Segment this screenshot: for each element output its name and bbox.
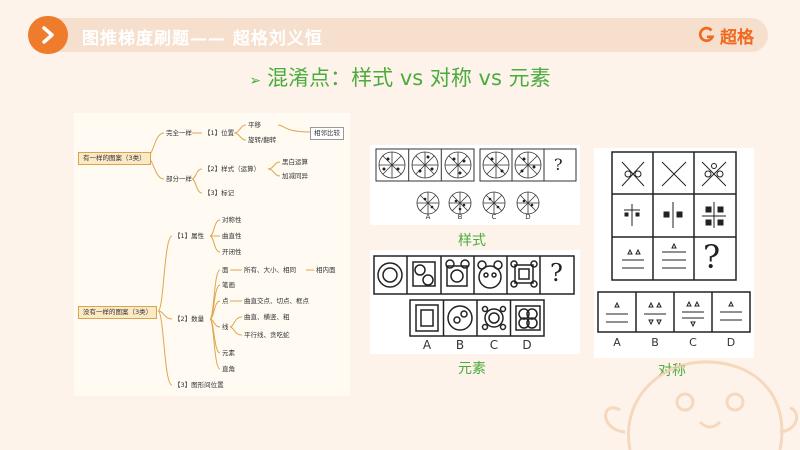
arrow-badge-icon <box>28 16 68 54</box>
mindmap-node: 【1】位置 <box>204 129 235 137</box>
mindmap-node: 所有、大小、相同 <box>244 266 296 274</box>
mindmap-node: 开闭性 <box>222 248 242 256</box>
mindmap-node: 笔画 <box>222 281 235 289</box>
header-band <box>28 18 768 52</box>
mindmap-node: 【3】标记 <box>204 189 235 197</box>
symmetry-puzzle-figures <box>597 151 751 333</box>
mindmap-node: 部分一样 <box>166 175 192 183</box>
header-bar: 图推梯度刷题—— 超格刘义恒 超格 <box>0 0 800 68</box>
mindmap-root-same: 有一样的图案（3类） <box>78 152 151 165</box>
option-label-a: A <box>422 338 432 352</box>
mindmap-node: 曲直交点、切点、框点 <box>244 297 309 305</box>
option-label-d: D <box>525 213 531 221</box>
element-puzzle: ? A B C D <box>370 250 580 354</box>
brand-g-icon <box>698 26 715 43</box>
mindmap-node: 线 <box>222 323 229 331</box>
question-mark: ? <box>703 238 721 276</box>
mindmap-root-different: 没有一样的图案（3类） <box>78 306 158 319</box>
question-mark: ? <box>554 155 563 174</box>
mind-map: 有一样的图案（3类） 完全一样 【1】位置 平移 旋转/翻转 相邻比较 部分一样… <box>74 113 350 396</box>
mind-map-connectors <box>145 124 314 386</box>
option-label-c: C <box>489 338 499 352</box>
option-label-b: B <box>457 213 463 221</box>
option-label-d: D <box>522 338 532 352</box>
style-puzzle-figures <box>375 148 577 215</box>
option-label-c: C <box>689 336 697 349</box>
mindmap-node: 【1】属性 <box>174 232 205 240</box>
mindmap-node: 相邻比较 <box>310 127 344 140</box>
mindmap-node: 元素 <box>222 349 235 357</box>
option-label-a: A <box>613 336 621 349</box>
mindmap-node: 黑白运算 <box>282 158 308 166</box>
option-label-d: D <box>726 336 736 349</box>
arrow-bullet-icon: ➢ <box>249 73 262 89</box>
mindmap-node: 平行线、贪吃蛇 <box>244 331 290 339</box>
mindmap-node: 完全一样 <box>166 129 192 137</box>
mindmap-node: 旋转/翻转 <box>248 136 277 144</box>
option-label-b: B <box>455 338 465 352</box>
symmetry-puzzle: ? A B C D <box>594 148 754 358</box>
caption-element: 元素 <box>458 361 486 377</box>
mindmap-node: 点 <box>222 297 229 305</box>
option-label-c: C <box>491 213 497 221</box>
mindmap-node: 曲直、横竖、粗 <box>244 313 290 321</box>
subtitle-text: 混淆点：样式 vs 对称 vs 元素 <box>267 66 551 90</box>
mindmap-node: 【2】数量 <box>174 315 205 323</box>
brand-name: 超格 <box>720 27 754 48</box>
mindmap-node: 直角 <box>222 365 235 373</box>
header-title: 图推梯度刷题—— 超格刘义恒 <box>82 29 323 49</box>
question-mark: ? <box>550 259 563 287</box>
mindmap-node: 对称性 <box>222 216 242 224</box>
mindmap-node: 曲直性 <box>222 232 242 240</box>
page-subtitle: ➢ 混淆点：样式 vs 对称 vs 元素 <box>0 62 800 92</box>
mascot-watermark-icon <box>604 360 799 450</box>
mindmap-node: 【2】样式（运算） <box>204 165 261 173</box>
mindmap-node: 加减同异 <box>282 172 308 180</box>
option-label-b: B <box>651 336 659 349</box>
chevron-right-icon <box>42 26 54 44</box>
caption-style: 样式 <box>458 233 486 249</box>
mindmap-node: 【3】图形间位置 <box>174 381 224 389</box>
option-label-a: A <box>425 213 431 221</box>
mindmap-node: 平移 <box>248 121 261 129</box>
mindmap-node: 相内面 <box>316 266 336 274</box>
element-puzzle-figures <box>373 255 575 337</box>
style-puzzle: ? A B C D <box>370 145 580 225</box>
brand-logo: 超格 <box>698 22 754 48</box>
mindmap-node: 面 <box>222 266 229 274</box>
